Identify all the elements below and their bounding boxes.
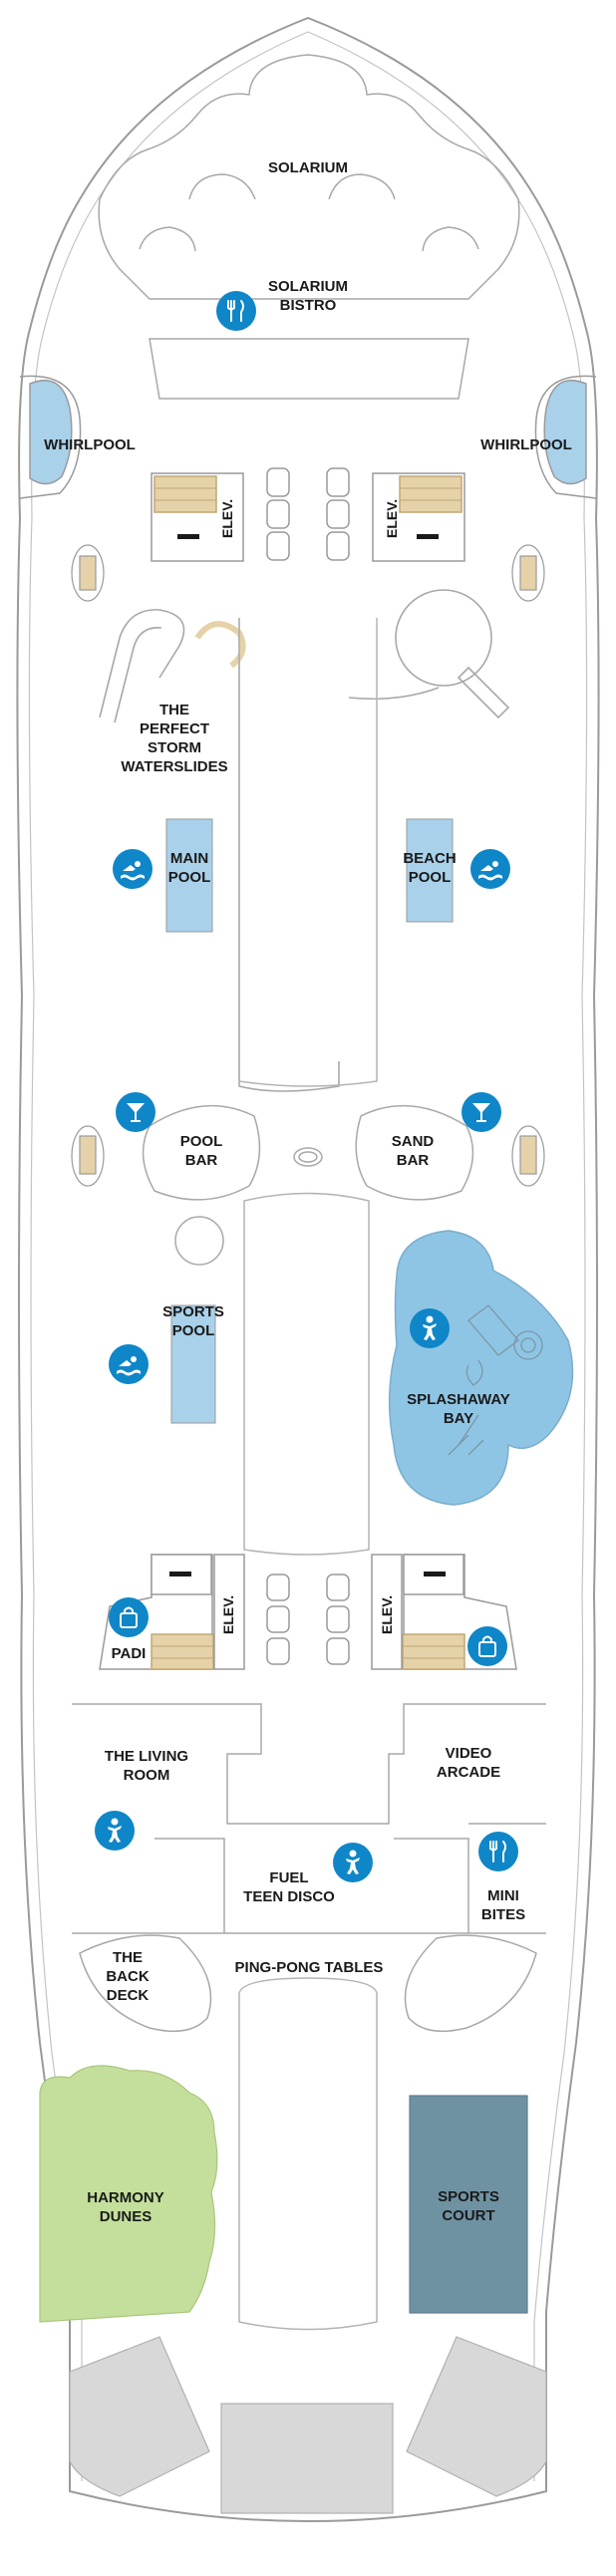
hull-inner-outline	[28, 31, 588, 2481]
main-pool-water	[165, 818, 213, 933]
harmony-dunes-label: HARMONY DUNES	[87, 2189, 164, 2225]
sports-court-area	[409, 2095, 528, 2314]
aft-grey-areas	[69, 2336, 547, 2514]
padi-label: PADI	[111, 1645, 147, 1662]
back-deck-features	[79, 1934, 537, 2033]
waterslides-structure	[99, 589, 510, 1092]
teen-complex	[72, 1703, 546, 1934]
living-room-label: THE LIVING ROOM	[104, 1748, 189, 1784]
elev-aft-right-label: ELEV.	[379, 1594, 395, 1634]
shop-icon[interactable]	[467, 1626, 507, 1666]
kids-icon[interactable]	[410, 1308, 450, 1348]
mini-bites-label: MINI BITES	[480, 1887, 526, 1923]
fuel-teen-disco-label: FUEL TEEN DISCO	[243, 1869, 335, 1905]
kids-icon[interactable]	[333, 1843, 373, 1882]
solarium-area	[98, 54, 520, 400]
dining-icon[interactable]	[216, 291, 256, 331]
central-walkway	[238, 618, 378, 1087]
forward-elevator-block	[151, 467, 465, 562]
bars	[142, 1104, 474, 1201]
dining-icon[interactable]	[478, 1832, 518, 1871]
sports-pool-water	[170, 1304, 216, 1424]
splashaway-bay-area	[388, 1230, 574, 1506]
splashaway-bay-label: SPLASHAWAY BAY	[407, 1391, 510, 1427]
whirlpool-right-area	[534, 375, 597, 499]
elev-forward-right-label: ELEV.	[384, 498, 400, 538]
pool-icon[interactable]	[113, 849, 153, 889]
sports-court-label: SPORTS COURT	[438, 2188, 499, 2224]
ping-pong-label: PING-PONG TABLES	[234, 1959, 384, 1976]
whirlpool-left-label: WHIRLPOOL	[44, 436, 136, 453]
pool-bar-label: POOL BAR	[179, 1133, 223, 1169]
main-pool-label: MAIN POOL	[167, 850, 211, 886]
elev-aft-left-label: ELEV.	[220, 1594, 236, 1634]
beach-pool-water	[406, 818, 454, 923]
aft-elevator-block	[99, 1554, 517, 1670]
pool-icon[interactable]	[109, 1344, 149, 1384]
round-feature	[174, 1216, 224, 1266]
video-arcade-label: VIDEO ARCADE	[436, 1745, 501, 1781]
lounge-chairs-mid	[71, 1125, 545, 1187]
whirlpool-right-label: WHIRLPOOL	[480, 436, 572, 453]
solarium-label: SOLARIUM	[268, 159, 348, 176]
whirlpool-left-area	[19, 375, 82, 499]
shop-icon[interactable]	[109, 1597, 149, 1637]
solarium-bistro-label: SOLARIUM BISTRO	[268, 278, 348, 314]
bar-icon[interactable]	[116, 1092, 155, 1132]
back-deck-label: THE BACK DECK	[106, 1949, 150, 2004]
kids-icon[interactable]	[95, 1811, 135, 1851]
beach-pool-label: BEACH POOL	[403, 850, 457, 886]
sports-pool-label: SPORTS POOL	[162, 1303, 224, 1339]
waterslides-label: THE PERFECT STORM WATERSLIDES	[121, 702, 228, 775]
sand-bar-label: SAND BAR	[391, 1133, 435, 1169]
lounge-chairs-forward	[71, 544, 545, 602]
elev-forward-left-label: ELEV.	[219, 498, 235, 538]
bar-icon[interactable]	[462, 1092, 501, 1132]
harmony-dunes-area	[39, 2065, 218, 2323]
ping-pong-walkway	[238, 1977, 378, 2331]
sports-pool-walkway	[243, 1192, 370, 1556]
pool-icon[interactable]	[470, 849, 510, 889]
